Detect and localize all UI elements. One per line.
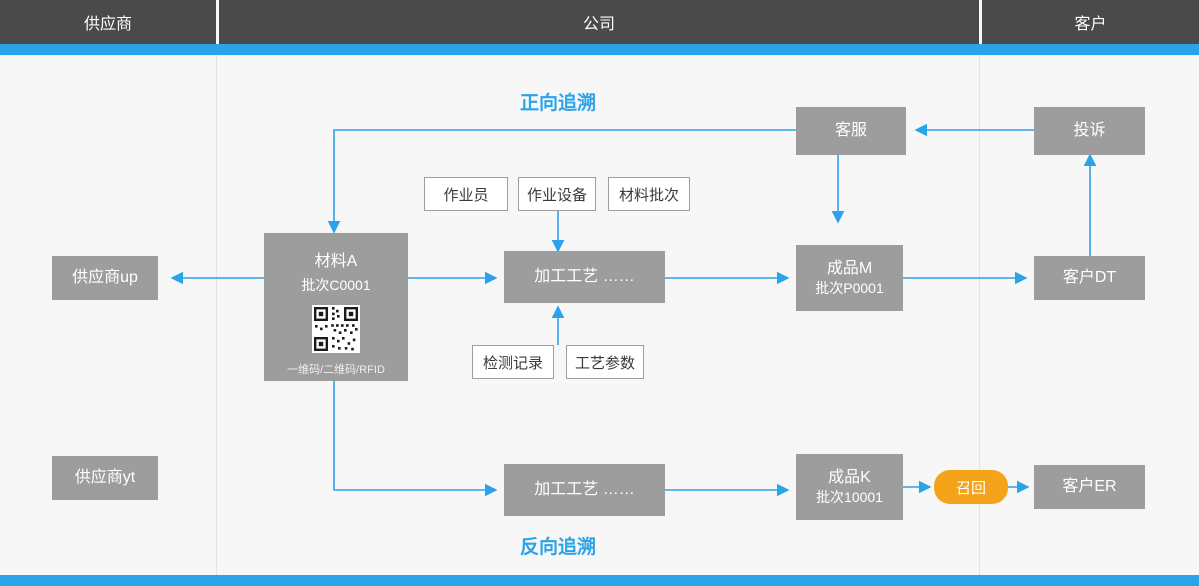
header-column-supplier: 供应商 (0, 0, 216, 53)
attribute-operator[interactable]: 作业员 (424, 177, 508, 211)
top-header-bar: 供应商 公司 客户 (0, 0, 1199, 53)
column-divider-right (979, 55, 980, 575)
node-product-m[interactable]: 成品M 批次P0001 (796, 245, 903, 311)
header-column-customer: 客户 (982, 0, 1199, 53)
node-customer-service[interactable]: 客服 (796, 107, 906, 155)
node-complaint-label: 投诉 (1073, 122, 1106, 140)
node-material-a-name: 材料A (314, 253, 358, 270)
node-supplier-up[interactable]: 供应商up (52, 256, 158, 300)
accent-band-bottom (0, 575, 1199, 586)
node-recall-label: 召回 (955, 479, 986, 497)
attribute-inspection-record[interactable]: 检测记录 (472, 345, 554, 379)
node-customer-dt[interactable]: 客户DT (1034, 256, 1145, 300)
attribute-equipment[interactable]: 作业设备 (518, 177, 596, 211)
header-column-supplier-label: 供应商 (83, 16, 132, 33)
backward-trace-title: 反向追溯 (520, 537, 597, 558)
attribute-operator-label: 作业员 (443, 186, 489, 204)
attribute-process-parameter[interactable]: 工艺参数 (566, 345, 644, 379)
node-product-k-name: 成品K (828, 468, 871, 486)
node-complaint[interactable]: 投诉 (1034, 107, 1145, 155)
node-customer-service-label: 客服 (834, 122, 867, 140)
attribute-material-batch[interactable]: 材料批次 (608, 177, 690, 211)
node-supplier-yt-label: 供应商yt (74, 469, 136, 487)
node-material-a-batch: 批次C0001 (301, 277, 371, 293)
header-column-company-label: 公司 (582, 16, 615, 33)
attribute-equipment-label: 作业设备 (526, 186, 587, 204)
attribute-process-parameter-label: 工艺参数 (574, 354, 635, 372)
node-supplier-yt[interactable]: 供应商yt (52, 456, 158, 500)
node-process-top-label: 加工工艺 …… (534, 268, 635, 286)
header-column-customer-label: 客户 (1074, 16, 1107, 33)
diagram-canvas: 正向追溯 反向追溯 供应商up 供应商yt 材料A 批次C0001 (0, 55, 1199, 575)
node-product-m-batch: 批次P0001 (815, 280, 884, 297)
node-process-bottom-label: 加工工艺 …… (534, 481, 635, 499)
node-recall-badge[interactable]: 召回 (934, 470, 1008, 504)
node-material-a[interactable]: 材料A 批次C0001 (264, 233, 408, 381)
node-customer-dt-label: 客户DT (1062, 269, 1117, 287)
qr-code-icon (312, 305, 360, 353)
node-customer-er-label: 客户ER (1062, 478, 1117, 496)
attribute-material-batch-label: 材料批次 (618, 186, 679, 204)
column-divider-left (216, 55, 217, 575)
node-material-a-code-label: 一维码/二维码/RFID (287, 364, 385, 376)
node-supplier-up-label: 供应商up (72, 269, 138, 287)
node-product-m-name: 成品M (826, 259, 873, 277)
node-product-k-batch: 批次10001 (816, 489, 883, 506)
attribute-inspection-record-label: 检测记录 (482, 354, 543, 372)
node-process-top[interactable]: 加工工艺 …… (504, 251, 665, 303)
header-column-company: 公司 (219, 0, 979, 53)
node-product-k[interactable]: 成品K 批次10001 (796, 454, 903, 520)
node-customer-er[interactable]: 客户ER (1034, 465, 1145, 509)
node-process-bottom[interactable]: 加工工艺 …… (504, 464, 665, 516)
accent-band-top (0, 44, 1199, 55)
forward-trace-title: 正向追溯 (520, 93, 597, 114)
